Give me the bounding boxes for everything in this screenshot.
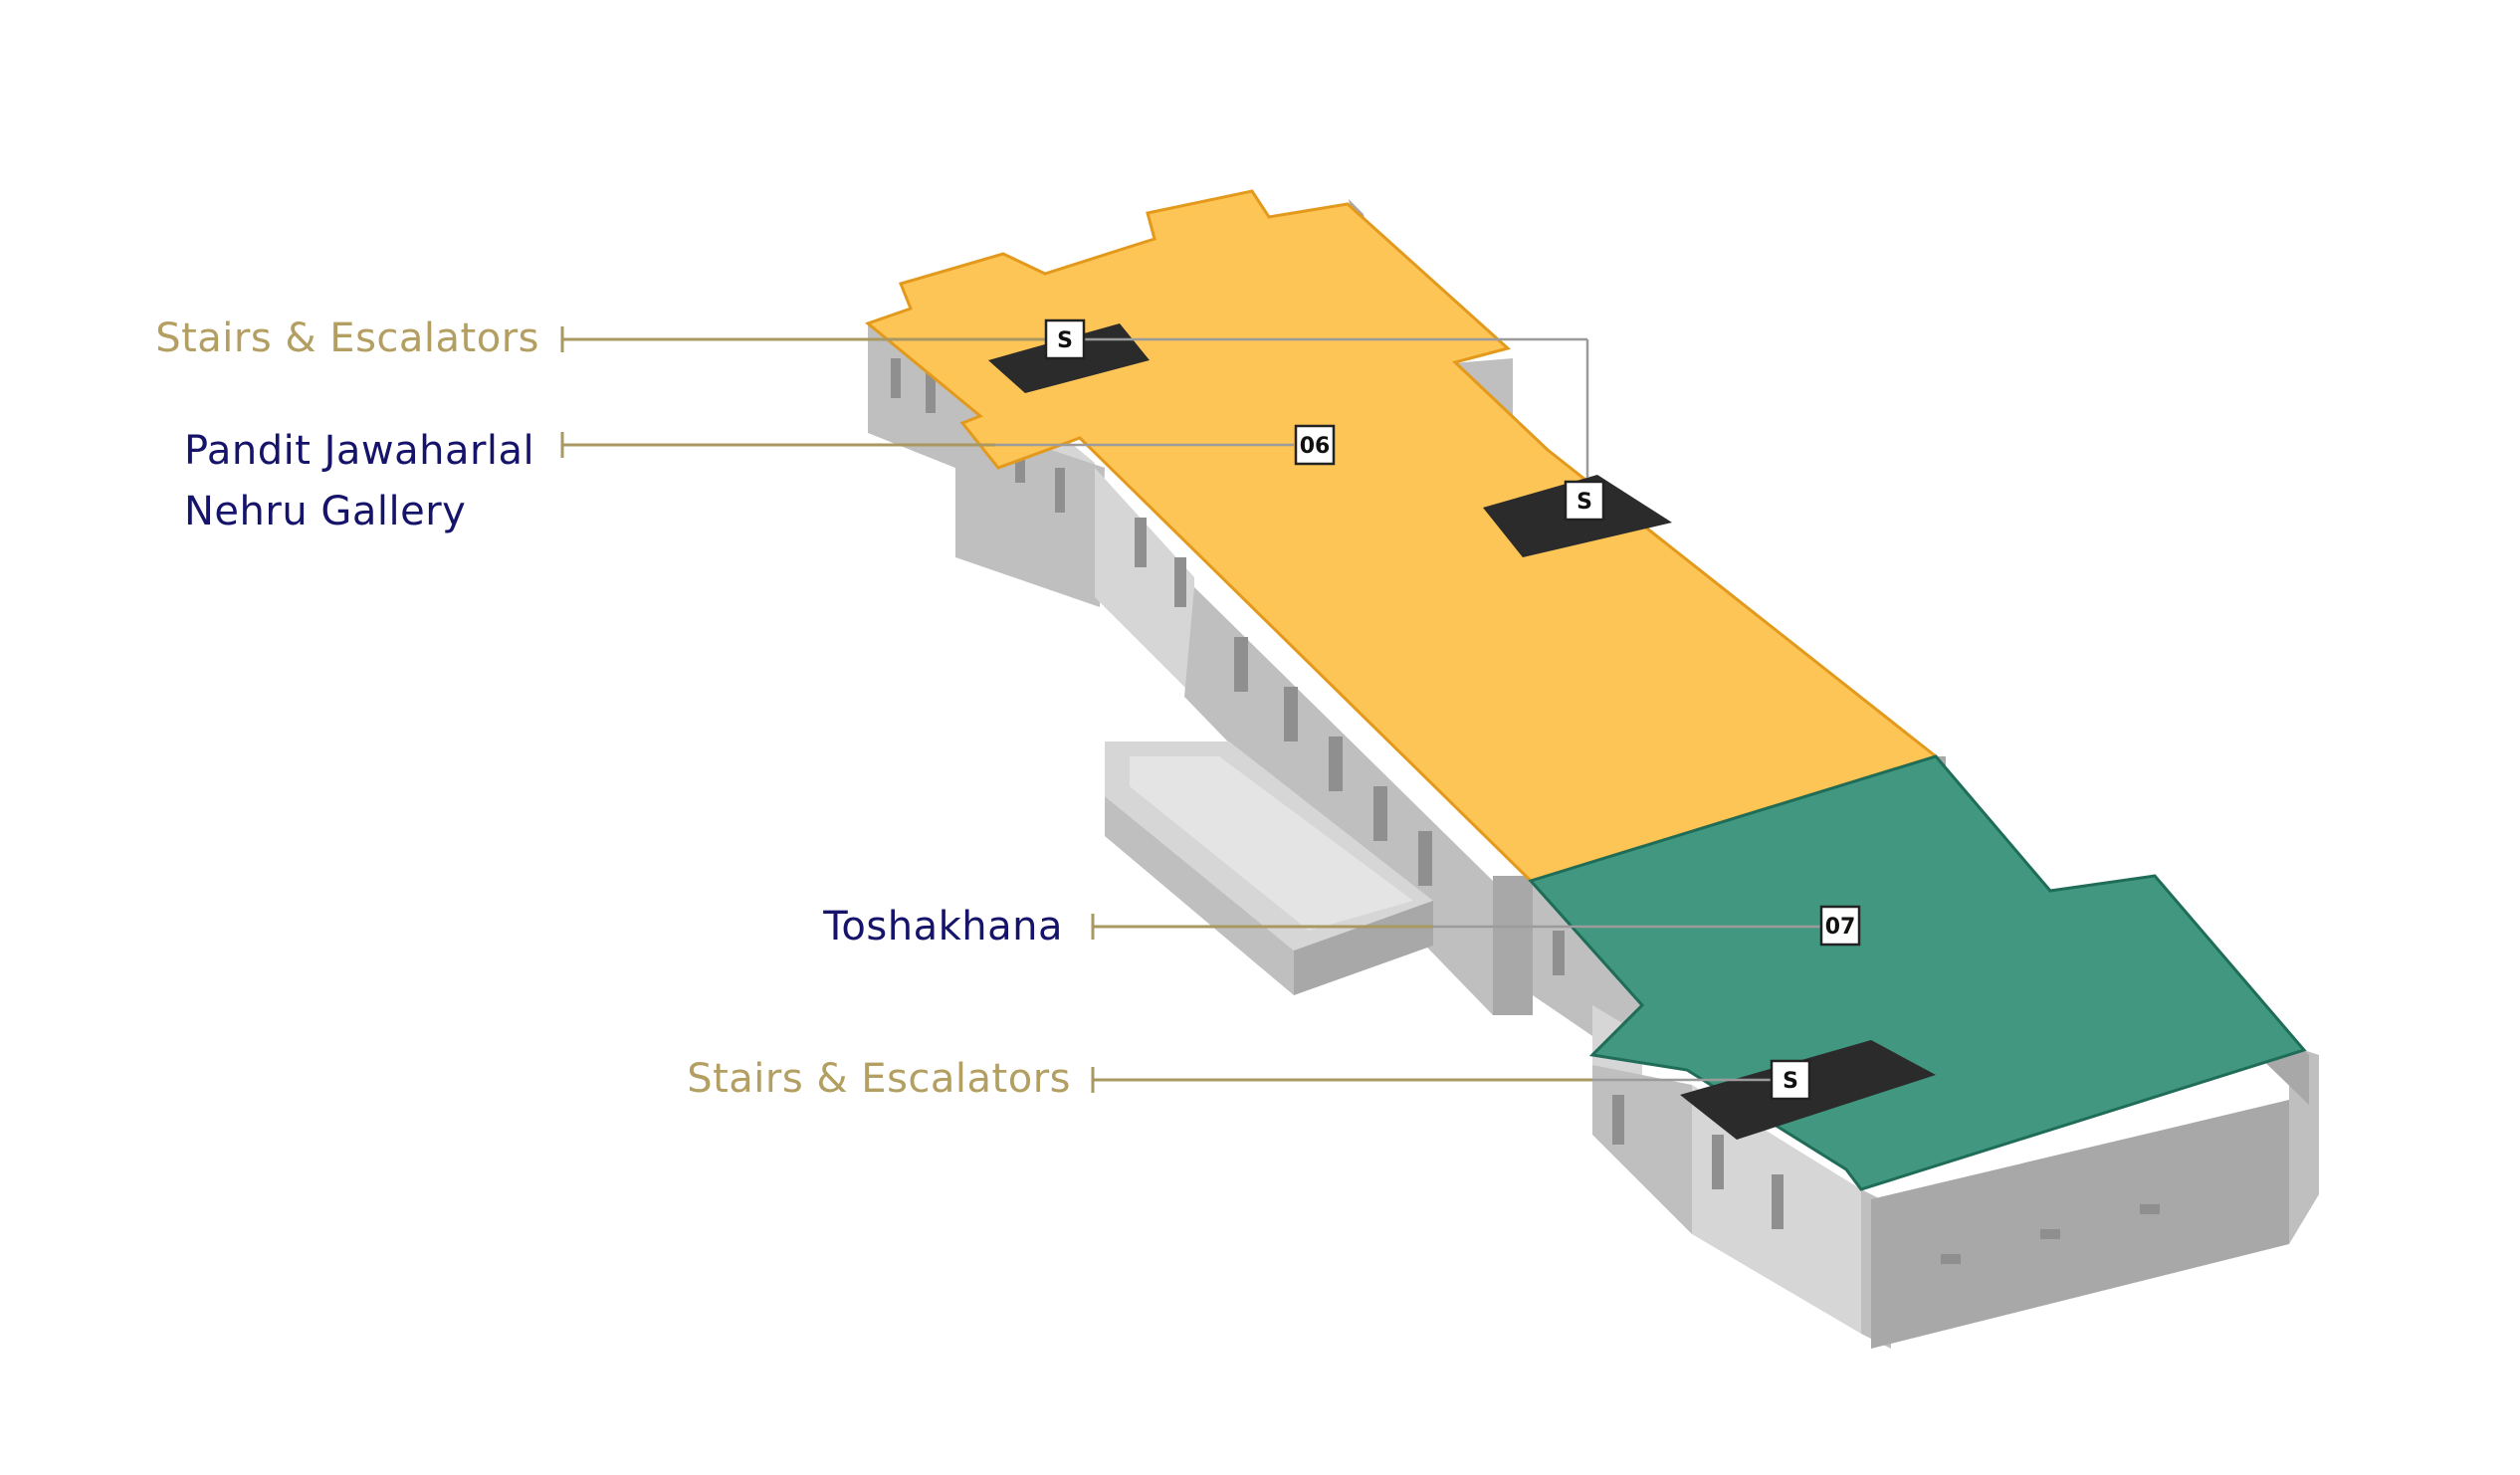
toshakhana-label[interactable]: Toshakhana xyxy=(822,904,1063,949)
stairs-escalators-label-bottom[interactable]: Stairs & Escalators xyxy=(687,1056,1071,1102)
marker-stairs-a-text: S xyxy=(1057,328,1073,353)
wall-windows xyxy=(891,358,2160,1264)
marker-toshakhana-07-text: 07 xyxy=(1825,915,1856,940)
marker-stairs-b-text: S xyxy=(1576,490,1592,515)
marker-gallery-06-text: 06 xyxy=(1300,434,1331,459)
stairs-escalators-label-top[interactable]: Stairs & Escalators xyxy=(155,316,539,361)
gallery-label-line2[interactable]: Nehru Gallery xyxy=(184,489,466,534)
leader-lines xyxy=(560,326,1821,1093)
gallery-label-line1[interactable]: Pandit Jawaharlal xyxy=(184,428,534,474)
marker-stairs-a[interactable]: S xyxy=(1044,318,1086,360)
marker-stairs-c-text: S xyxy=(1783,1069,1798,1094)
marker-gallery-06[interactable]: 06 xyxy=(1294,424,1336,466)
marker-toshakhana-07[interactable]: 07 xyxy=(1819,905,1861,947)
marker-stairs-b[interactable]: S xyxy=(1564,480,1605,522)
marker-stairs-c[interactable]: S xyxy=(1770,1059,1811,1101)
